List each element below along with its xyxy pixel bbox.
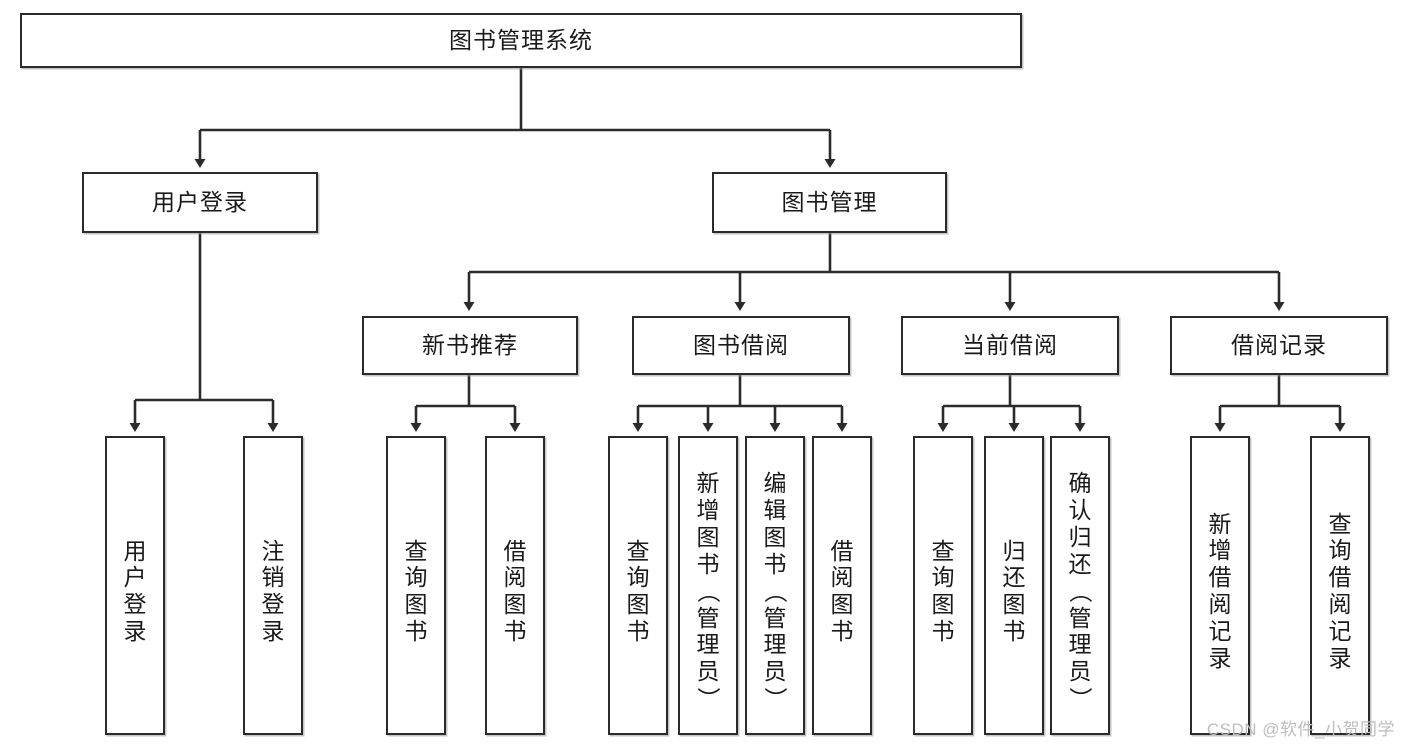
node-user-login[interactable]: 用户登录 (82, 172, 318, 233)
node-leaf-query-record[interactable]: 查询借阅记录 (1310, 436, 1370, 735)
node-label: 用户登录 (152, 188, 248, 215)
node-new-book-recommend[interactable]: 新书推荐 (362, 316, 578, 375)
node-leaf-logout[interactable]: 注销登录 (243, 436, 303, 735)
node-label: 查询图书 (404, 537, 428, 645)
node-label: 借阅图书 (503, 537, 527, 645)
node-borrow-record[interactable]: 借阅记录 (1170, 316, 1388, 375)
node-label: 借阅图书 (830, 537, 854, 645)
node-book-management[interactable]: 图书管理 (712, 172, 947, 233)
node-leaf-query-book-2[interactable]: 查询图书 (608, 436, 668, 735)
node-leaf-borrow-book-2[interactable]: 借阅图书 (812, 436, 872, 735)
node-label: 用户登录 (123, 537, 147, 645)
node-leaf-add-book[interactable]: 新增图书（管理员） (678, 436, 738, 735)
node-leaf-edit-book[interactable]: 编辑图书（管理员） (745, 436, 805, 735)
node-leaf-return-book[interactable]: 归还图书 (984, 436, 1044, 735)
node-leaf-query-book-3[interactable]: 查询图书 (913, 436, 973, 735)
node-current-borrow[interactable]: 当前借阅 (901, 316, 1119, 375)
node-leaf-confirm-return[interactable]: 确认归还（管理员） (1050, 436, 1110, 735)
node-label: 查询借阅记录 (1328, 510, 1352, 672)
node-leaf-query-book-1[interactable]: 查询图书 (386, 436, 446, 735)
node-label: 查询图书 (931, 537, 955, 645)
node-label: 新增图书（管理员） (695, 470, 722, 711)
node-label: 图书管理 (781, 188, 878, 215)
node-label: 新增借阅记录 (1208, 510, 1232, 672)
node-book-borrow[interactable]: 图书借阅 (632, 316, 850, 375)
node-label: 注销登录 (261, 537, 285, 645)
node-label: 当前借阅 (962, 331, 1058, 358)
node-label: 图书借阅 (693, 331, 789, 358)
node-label: 编辑图书（管理员） (762, 470, 789, 711)
node-label: 确认归还（管理员） (1067, 470, 1094, 711)
node-leaf-user-login[interactable]: 用户登录 (105, 436, 165, 735)
node-leaf-borrow-book-1[interactable]: 借阅图书 (485, 436, 545, 735)
node-label: 查询图书 (626, 537, 650, 645)
node-label: 图书管理系统 (449, 26, 593, 53)
node-root[interactable]: 图书管理系统 (20, 13, 1022, 68)
node-leaf-add-record[interactable]: 新增借阅记录 (1190, 436, 1250, 735)
node-label: 新书推荐 (422, 331, 518, 358)
node-label: 归还图书 (1002, 537, 1026, 645)
node-label: 借阅记录 (1231, 331, 1327, 358)
csdn-watermark: CSDN @软件_小贺同学 (1206, 720, 1395, 739)
